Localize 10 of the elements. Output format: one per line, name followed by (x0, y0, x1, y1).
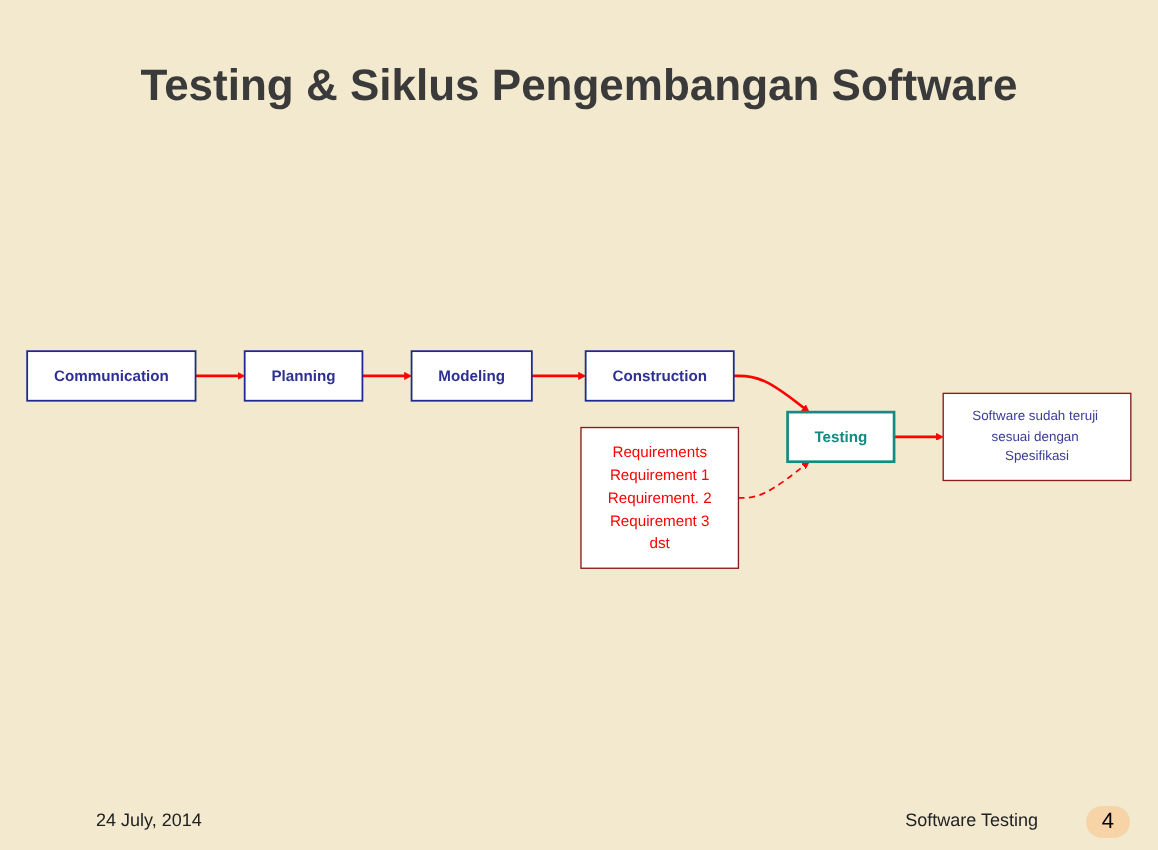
page-number: 4 (1085, 806, 1130, 838)
date-text: 24 July, 2014 (96, 810, 202, 830)
arrow (737, 461, 810, 500)
arrow (733, 374, 810, 413)
arrow (362, 372, 412, 381)
footer-text: Software Testing (905, 810, 1038, 830)
arrow (195, 372, 246, 381)
arrow (531, 372, 586, 381)
arrow (894, 433, 944, 442)
slide-title: Testing & Siklus Pengembangan Software (138, 60, 1020, 112)
